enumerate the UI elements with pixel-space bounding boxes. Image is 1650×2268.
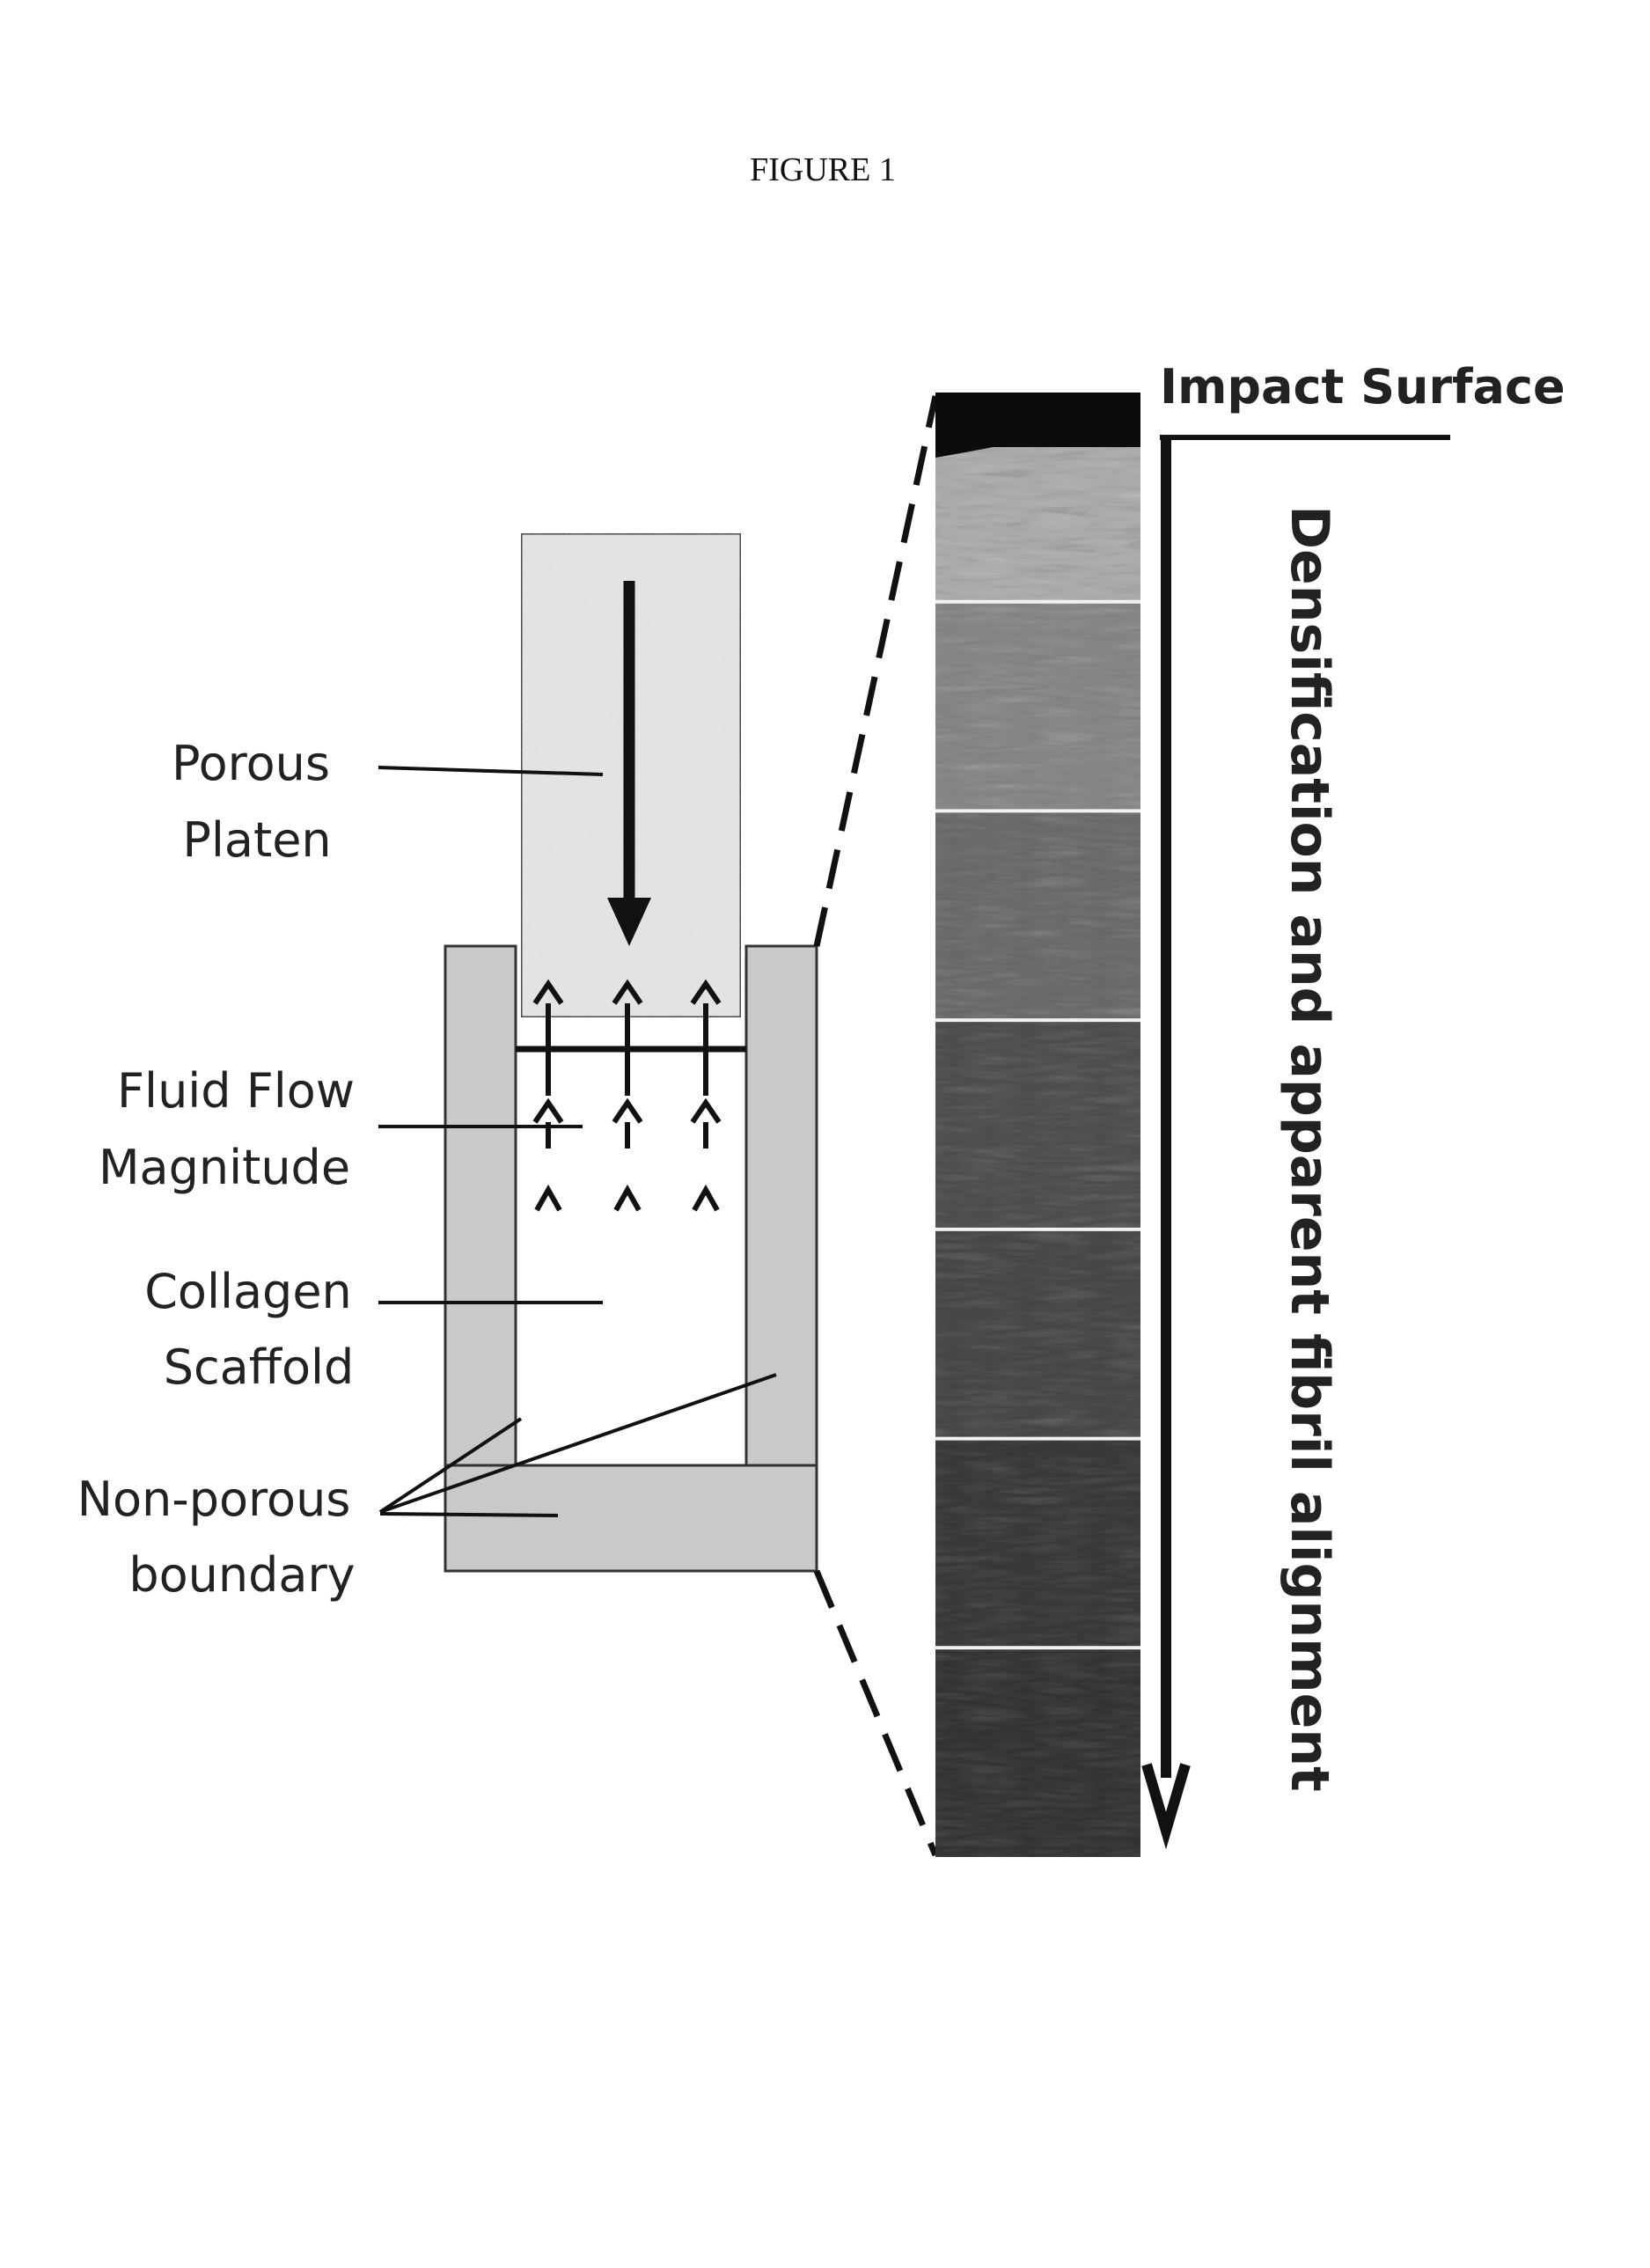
fluid-flow-label: Magnitude xyxy=(99,1140,350,1195)
micrograph-texture xyxy=(935,1648,1140,1857)
arrow-up-icon xyxy=(693,1103,719,1149)
collagen-scaffold-label: Collagen xyxy=(144,1264,352,1319)
impact-surface-label: Impact Surface xyxy=(1160,359,1566,415)
micrograph-texture xyxy=(935,1020,1140,1229)
arrow-up-icon xyxy=(694,1190,717,1210)
boundary-right-wall xyxy=(746,946,817,1465)
projection-line-bottom xyxy=(817,1571,935,1855)
boundary-base xyxy=(445,1465,817,1571)
boundary-left-wall xyxy=(445,946,516,1465)
micrograph-texture xyxy=(935,811,1140,1020)
figure-title: FIGURE 1 xyxy=(750,151,896,188)
micrograph-texture xyxy=(935,1439,1140,1648)
arrow-up-icon xyxy=(616,1190,639,1210)
fluid-flow-label: Fluid Flow xyxy=(117,1063,355,1119)
non-porous-boundary-label: boundary xyxy=(128,1547,355,1603)
collagen-scaffold-label: Scaffold xyxy=(164,1340,355,1395)
compression-schematic: Porous Platen Fluid Flow Magnitude Colla… xyxy=(77,533,817,1603)
micrograph-texture xyxy=(935,602,1140,811)
arrow-up-icon xyxy=(537,1190,560,1210)
porous-platen-label: Porous xyxy=(172,736,330,791)
porous-platen-label: Platen xyxy=(182,812,331,868)
arrow-down-icon xyxy=(1147,437,1185,1831)
projection-line-top xyxy=(817,396,935,946)
arrow-up-icon xyxy=(614,1103,641,1149)
gradient-axis-label: Densification and apparent fibril alignm… xyxy=(1279,505,1340,1792)
micrograph-strip xyxy=(935,393,1140,1857)
micrograph-texture xyxy=(935,1229,1140,1439)
non-porous-boundary-label: Non-porous xyxy=(77,1472,351,1527)
leader-boundary-base xyxy=(380,1514,558,1516)
